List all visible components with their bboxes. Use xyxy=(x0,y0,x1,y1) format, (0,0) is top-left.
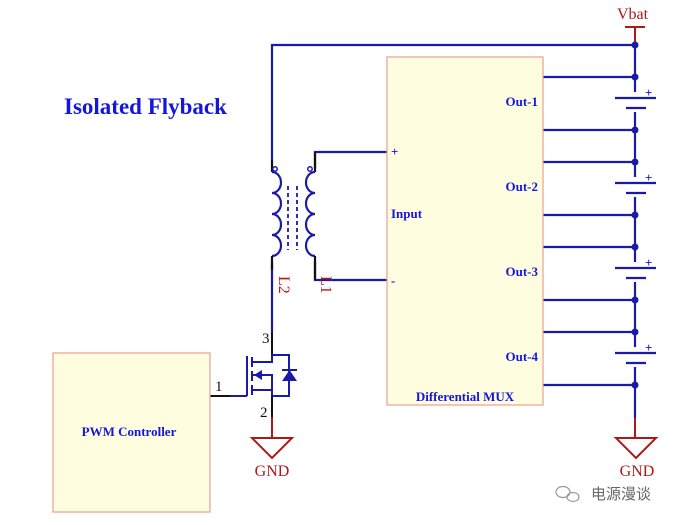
pin-gate: 1 xyxy=(215,379,223,395)
battery-plus: + xyxy=(645,340,652,355)
pin-drain: 3 xyxy=(262,331,270,347)
junction-dot xyxy=(631,126,639,134)
battery-cell-4 xyxy=(615,351,656,365)
mux-input-minus: - xyxy=(391,273,395,288)
secondary-label: L1 xyxy=(317,276,334,294)
primary-label: L2 xyxy=(275,276,292,294)
watermark-text: 电源漫谈 xyxy=(591,485,651,503)
pin-source: 2 xyxy=(260,405,268,421)
mosfet-arrow xyxy=(254,370,262,380)
diagram-title: Isolated Flyback xyxy=(64,94,227,119)
polarity-dot xyxy=(307,166,313,172)
mux-out-3: Out-3 xyxy=(506,264,539,279)
polarity-dot xyxy=(272,166,278,172)
battery-plus: + xyxy=(645,170,652,185)
battery-plus-signs: + + + + xyxy=(645,85,652,355)
junction-dot xyxy=(631,243,639,251)
mux-block xyxy=(386,56,544,406)
junction-dot xyxy=(631,211,639,219)
mux-name: Differential MUX xyxy=(416,389,515,404)
mux-out-4: Out-4 xyxy=(506,349,539,364)
gnd-label-mosfet: GND xyxy=(255,463,290,480)
mosfet xyxy=(210,332,297,417)
vbat-label: Vbat xyxy=(617,6,649,23)
mux-input-plus: + xyxy=(391,144,398,159)
pwm-controller-block xyxy=(52,352,211,513)
battery-cell-3 xyxy=(615,266,656,280)
vbat-symbol xyxy=(625,26,645,42)
vbat-feed-wire xyxy=(270,43,635,160)
transformer xyxy=(270,152,317,280)
body-diode xyxy=(282,370,297,381)
input-plus-wire xyxy=(313,150,387,168)
battery-plus: + xyxy=(645,255,652,270)
junction-dot xyxy=(631,328,639,336)
mux-out-2: Out-2 xyxy=(506,179,539,194)
secondary-coil xyxy=(304,170,316,258)
junction-dot xyxy=(631,73,639,81)
battery-cells xyxy=(615,96,656,365)
mux-input-label: Input xyxy=(391,206,423,221)
mux-out-1: Out-1 xyxy=(506,94,539,109)
junction-dot xyxy=(631,41,639,49)
gnd-label-rail: GND xyxy=(620,463,655,480)
battery-plus: + xyxy=(645,85,652,100)
pwm-controller-label: PWM Controller xyxy=(82,424,177,439)
junction-dot xyxy=(631,296,639,304)
junction-dots xyxy=(631,41,639,389)
battery-cell-1 xyxy=(615,96,656,110)
junction-dot xyxy=(631,381,639,389)
wechat-icon xyxy=(555,485,580,503)
primary-coil xyxy=(271,170,283,258)
junction-dot xyxy=(631,158,639,166)
gnd-symbol-rail xyxy=(613,418,659,460)
gnd-symbol-mosfet xyxy=(249,417,295,460)
battery-cell-2 xyxy=(615,181,656,195)
